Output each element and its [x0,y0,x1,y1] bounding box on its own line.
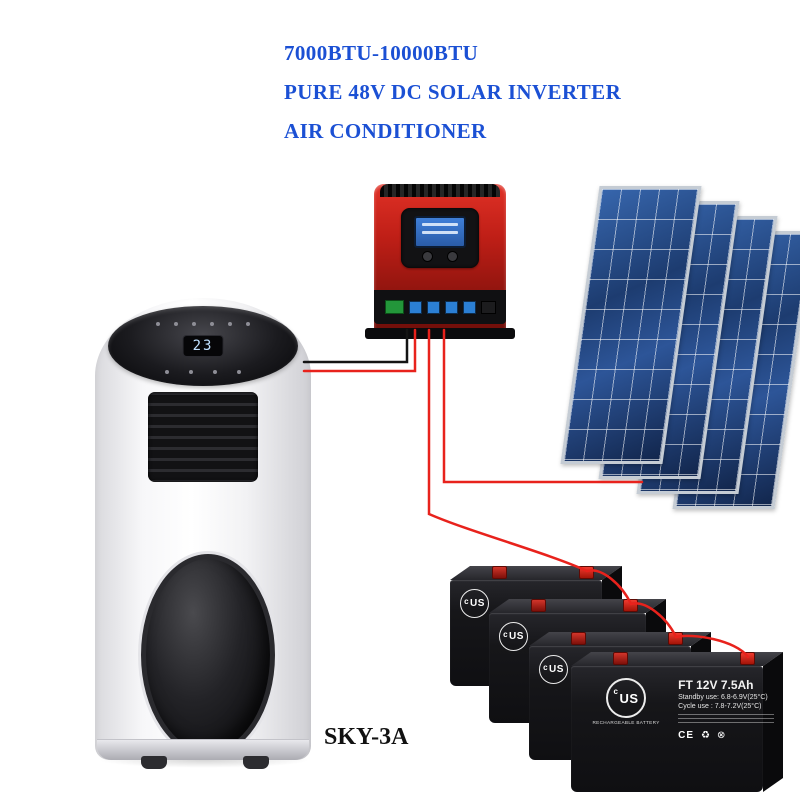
ac-touch-icons-row [108,370,298,374]
ac-display-value: 23 [192,338,214,354]
air-conditioner-unit: 23 [95,298,311,769]
battery-terminal-positive [579,566,594,579]
inverter-lcd-screen [414,216,466,248]
battery-spec-standby: Standby use: 6.8-6.9V(25°C) [678,694,768,701]
battery-terminal-negative [531,599,546,612]
port [426,300,440,314]
no-bin-icon: ⊗ [717,730,726,741]
battery-terminal-negative [492,566,507,579]
ac-control-panel: 23 [108,306,298,386]
solar-inverter [365,184,515,339]
battery-terminal-negative [571,632,586,645]
battery-model: FT 12V 7.5Ah [678,678,754,692]
battery-cert-icons: CE ♻ ⊗ [678,730,753,741]
battery-top-face [450,566,622,580]
battery-terminal-positive [740,652,755,665]
ce-mark-icon: CE [678,730,695,741]
model-name-label: SKY-3A [324,724,409,750]
port [444,300,458,314]
ac-base [97,739,309,760]
ethernet-port [480,300,496,314]
inverter-buttons [401,251,479,262]
battery-side-face [763,652,783,792]
inverter-ports-row [374,290,506,324]
headline-line-2: PURE 48V DC SOLAR INVERTER [284,80,622,104]
port [462,300,476,314]
ac-vent-grille [148,392,258,482]
port [408,300,422,314]
battery-terminal-positive [623,599,638,612]
recycle-icon: ♻ [701,730,711,741]
battery-fineprint [678,714,775,726]
headline-line-1: 7000BTU-10000BTU [284,41,479,65]
headline-line-3: AIR CONDITIONER [284,119,487,143]
battery-terminal-positive [668,632,683,645]
ac-touch-icons-row [108,322,298,326]
headline: 7000BTU-10000BTU PURE 48V DC SOLAR INVER… [284,34,621,151]
battery-top-face [529,632,711,646]
ac-caster-wheel [141,756,167,769]
battery-spec-cycle: Cycle use : 7.8-7.2V(25°C) [678,703,762,710]
inverter-heatsink [380,184,500,197]
battery-terminal-negative [613,652,628,665]
ac-temperature-display: 23 [182,335,224,357]
battery-top-face [489,599,666,613]
battery-brand-subtext: RECHARGEABLE BATTERY [592,721,660,726]
dc-terminal-block [384,300,404,314]
inverter-base [365,328,515,339]
inverter-display-module [401,208,479,268]
ac-caster-wheel [243,756,269,769]
ac-front-oval-panel [141,554,275,756]
